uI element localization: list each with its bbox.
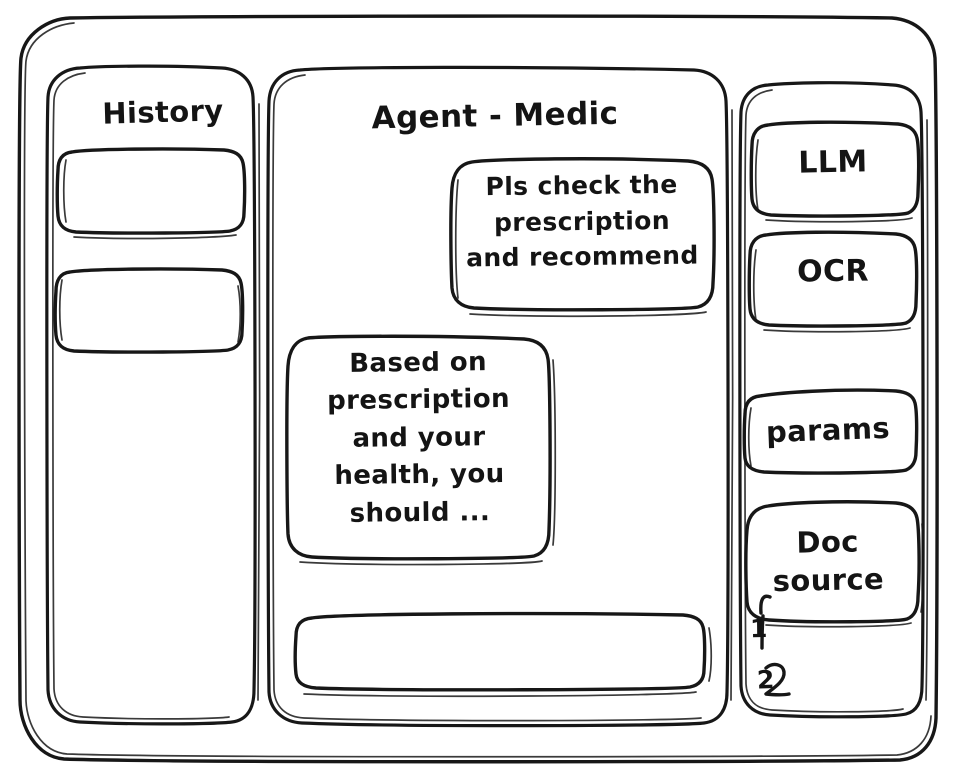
tool-params-button[interactable] bbox=[744, 390, 918, 474]
tool-llm-button[interactable] bbox=[750, 122, 920, 218]
user-message-bubble[interactable] bbox=[452, 160, 714, 310]
doc-source-item-1[interactable] bbox=[748, 606, 838, 652]
message-composer-input[interactable] bbox=[295, 614, 705, 692]
agent-message-bubble[interactable] bbox=[288, 336, 550, 560]
history-item-2[interactable] bbox=[56, 268, 246, 354]
tool-ocr-button[interactable] bbox=[749, 232, 918, 328]
history-item-1[interactable] bbox=[56, 148, 246, 236]
doc-source-item-2[interactable] bbox=[755, 656, 845, 704]
